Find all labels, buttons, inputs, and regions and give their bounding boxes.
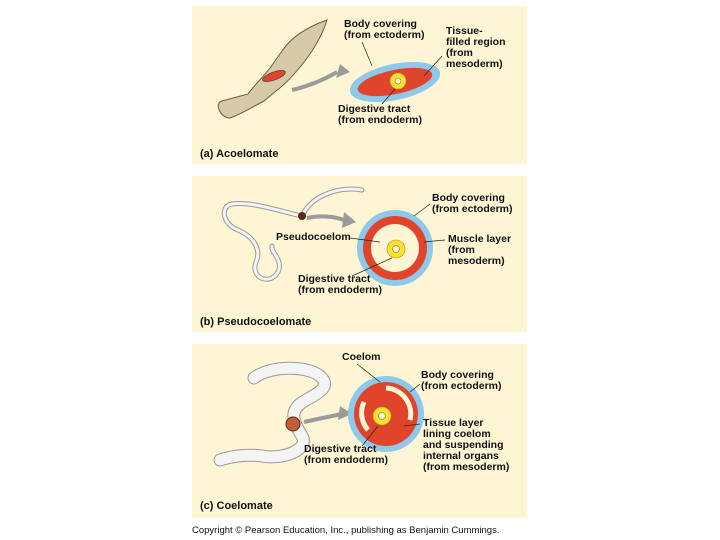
- leader-line: [356, 363, 381, 383]
- acoelomate-panel: Body covering (from ectoderm) Tissue- fi…: [192, 6, 527, 164]
- body-covering-label: Body covering (from ectoderm): [432, 192, 513, 215]
- pseudocoelomate-panel: Body covering (from ectoderm) Pseudocoel…: [192, 176, 527, 332]
- leader-line: [349, 237, 381, 243]
- arrow-icon: [306, 214, 345, 222]
- leader-line: [403, 423, 421, 427]
- leader-line: [361, 425, 379, 447]
- caption-pseudocoelomate: (b) Pseudocoelomate: [200, 316, 312, 328]
- tissue-filled-region-label: Tissue- filled region (from mesoderm): [446, 25, 506, 70]
- gut-lumen: [378, 412, 386, 420]
- pseudocoelomate-illustration: [221, 186, 446, 286]
- digestive-tract-label: Digestive tract (from endoderm): [338, 103, 422, 126]
- acoelomate-illustration: [217, 19, 443, 119]
- arrow-head-icon: [336, 64, 350, 78]
- copyright-notice: Copyright © Pearson Education, Inc., pub…: [192, 525, 500, 536]
- digestive-tract-label: Digestive tract (from endoderm): [304, 443, 388, 466]
- muscle-layer-label: Muscle layer (from mesoderm): [448, 233, 512, 267]
- gut-lumen: [394, 77, 402, 85]
- leader-line: [423, 239, 446, 243]
- leader-line: [361, 41, 373, 67]
- gut-lumen: [392, 245, 400, 253]
- caption-acoelomate: (a) Acoelomate: [200, 148, 279, 160]
- leader-line: [413, 203, 431, 217]
- coelom-cavity: [385, 385, 414, 421]
- body-covering-label: Body covering (from ectoderm): [344, 18, 425, 41]
- flatworm-cut-section: [262, 70, 286, 82]
- coelomate-panel: Coelom Body covering (from ectoderm) Tis…: [192, 344, 527, 518]
- leader-line: [381, 88, 396, 105]
- digestive-tract-label: Digestive tract (from endoderm): [298, 273, 382, 296]
- arrow-head-icon: [338, 406, 352, 420]
- worm-cut-section: [285, 416, 301, 432]
- worm-cut-section: [298, 212, 306, 220]
- body-covering-label: Body covering (from ectoderm): [421, 369, 502, 392]
- flatworm-illustration: [217, 19, 328, 119]
- leader-line: [423, 55, 443, 77]
- leader-line: [351, 257, 393, 277]
- caption-coelomate: (c) Coelomate: [200, 500, 273, 512]
- coelom-label: Coelom: [342, 351, 381, 363]
- arrow-icon: [303, 412, 343, 424]
- arrow-head-icon: [342, 212, 356, 228]
- pseudocoelom-label: Pseudocoelom: [276, 231, 351, 243]
- coelomate-illustration: [213, 361, 424, 467]
- arrow-icon: [291, 70, 339, 92]
- leader-line: [409, 383, 421, 393]
- tissue-layer-label: Tissue layer lining coelom and suspendin…: [423, 417, 510, 473]
